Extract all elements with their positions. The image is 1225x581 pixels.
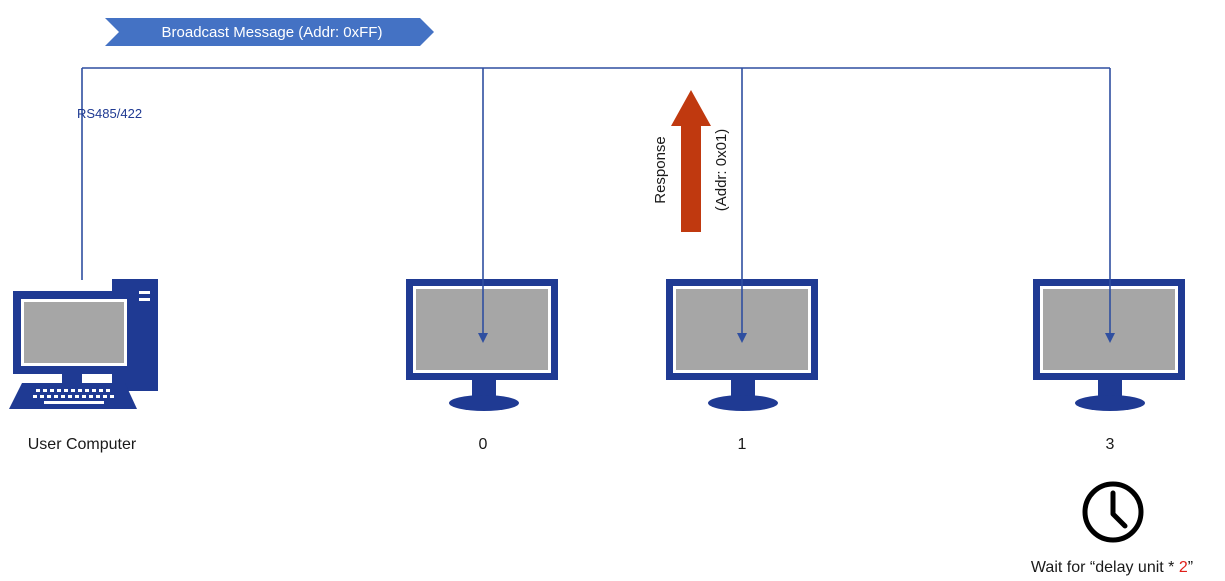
tower-slot-1 (139, 291, 150, 294)
computer-screen (24, 302, 124, 363)
monitor-0-neck (472, 380, 496, 397)
monitor-3-neck (1098, 380, 1122, 397)
broadcast-arrow-shape (105, 18, 434, 46)
monitor-1-base (708, 395, 778, 411)
response-label-line1: Response (652, 136, 669, 204)
wait-suffix: ” (1188, 559, 1193, 576)
monitor-icon (666, 279, 818, 411)
device-label-3: 3 (1106, 436, 1115, 453)
tower-slot-2 (139, 298, 150, 301)
response-arrow-shape (671, 90, 711, 232)
bus-lines (81, 67, 1111, 336)
response-label-line2: (Addr: 0x01) (713, 129, 730, 212)
computer-neck (62, 374, 82, 383)
response-arrow: Response (Addr: 0x01) (652, 90, 730, 232)
bus-label: RS485/422 (77, 106, 142, 121)
keyboard (9, 383, 137, 409)
device-label-1: 1 (738, 436, 747, 453)
broadcast-label: Broadcast Message (Addr: 0xFF) (162, 24, 383, 41)
monitor-0-screen (416, 289, 548, 370)
monitor-3-base (1075, 395, 1145, 411)
broadcast-arrow: Broadcast Message (Addr: 0xFF) (105, 18, 434, 46)
device-label-0: 0 (479, 436, 488, 453)
keyboard-keys (33, 389, 114, 404)
monitor-1-neck (731, 380, 755, 397)
monitor-icon (1033, 279, 1185, 411)
monitor-0-base (449, 395, 519, 411)
wait-number: 2 (1179, 559, 1188, 576)
wait-prefix: Wait for “delay unit * (1031, 559, 1179, 576)
desktop-computer-icon (9, 279, 158, 409)
clock-icon (1082, 481, 1144, 543)
wait-label: Wait for “delay unit * 2” (1031, 559, 1193, 576)
device-label-user-computer: User Computer (28, 436, 137, 453)
monitor-icon (406, 279, 558, 411)
monitor-3-screen (1043, 289, 1175, 370)
drop-lines-overlay (482, 279, 1111, 336)
